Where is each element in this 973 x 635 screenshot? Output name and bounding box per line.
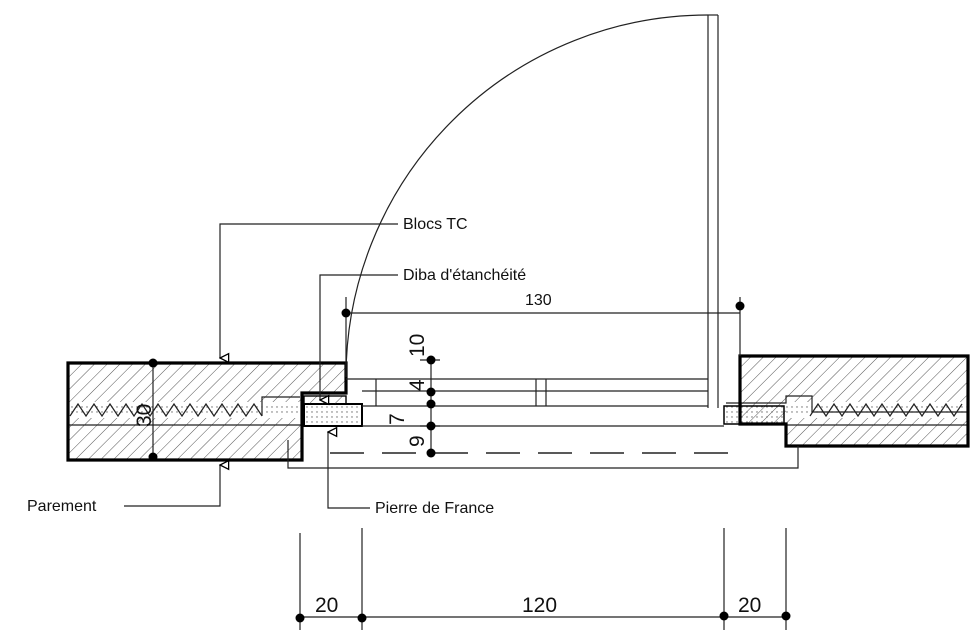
dim-9-label: 9 [406,435,429,447]
diba-leader [320,274,398,400]
parement-leader [124,465,220,507]
dim-10-label: 10 [406,334,429,357]
bottom-dimension-chain [295,528,791,630]
vertical-step-dimensions [420,355,440,458]
dim-bottom-120: 120 [522,594,557,617]
blocs-tc-leader [220,223,398,358]
dimension-130 [341,297,745,377]
dimension-30 [148,358,158,462]
dim-bottom-20-left: 20 [315,594,338,617]
blocs-tc-label: Blocs TC [403,216,468,233]
threshold-stone [303,395,363,427]
right-wall-section [723,354,970,448]
door-swing-arc [345,14,709,378]
dim-bottom-20-right: 20 [738,594,761,617]
dim-130-label: 130 [525,292,552,309]
dim-4-label: 4 [406,379,429,391]
door-leaf [707,14,719,408]
dim-7-label: 7 [386,413,409,425]
dim-30-label: 30 [133,404,156,427]
pierre-leader [328,432,370,509]
threshold-lines [287,378,799,469]
parement-label: Parement [27,498,97,515]
diba-label: Diba d'étanchéité [403,267,526,284]
pierre-label: Pierre de France [375,500,494,517]
